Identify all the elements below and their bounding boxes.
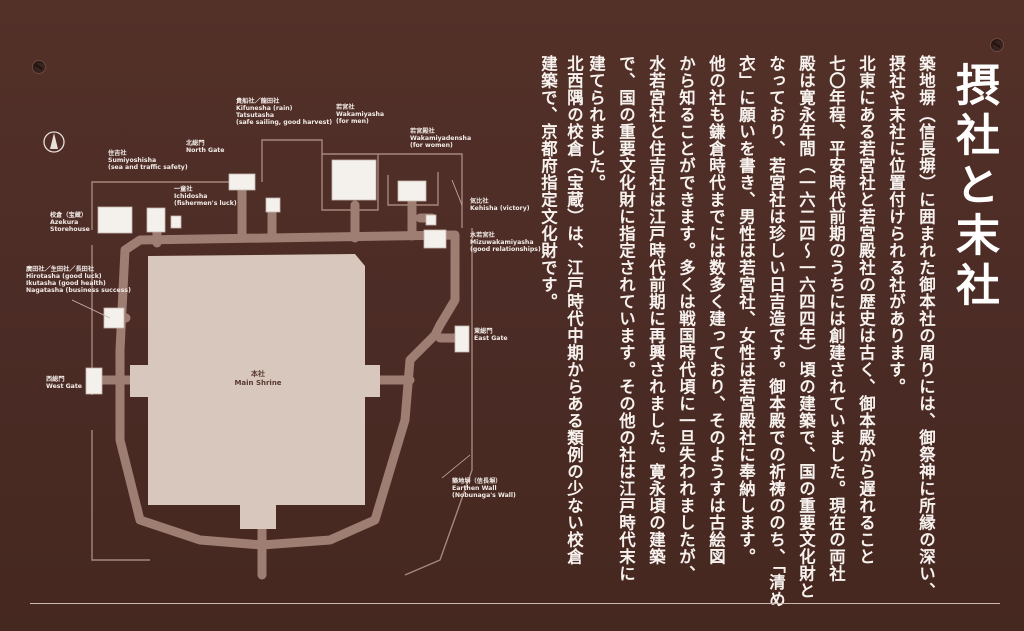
map-label-kifunesha: 貴船社／龍田社 Kifunesha (rain) Tatsutasha (saf… <box>236 98 333 126</box>
screw-top-right <box>990 38 1004 52</box>
wakamiyasha-building <box>331 159 377 201</box>
map-label-mizuwakamiyasha: 水若宮社 Mizuwakamiyasha (good relationships… <box>470 232 541 253</box>
hirotasha-building <box>103 307 125 329</box>
west-gate-building <box>85 367 103 395</box>
screw-top-left <box>32 60 46 74</box>
map-label-main-shrine: 本社 Main Shrine <box>234 370 282 387</box>
ichidosha-building <box>170 215 182 229</box>
map-label-east-gate: 東総門 East Gate <box>474 328 508 342</box>
bottom-divider <box>30 603 1000 604</box>
text-column: 七〇年程、平安時代前期のうちには創建されていました。現在の両社 <box>826 55 846 582</box>
text-column: 建てられました。 <box>586 55 606 191</box>
body-text: 築地塀（信長塀）に囲まれた御本社の周りには、御祭神に所縁の深い、 摂社や末社に位… <box>535 55 1005 608</box>
map-label-wakamiyasha: 若宮社 Wakamiyasha (for men) <box>336 104 385 125</box>
map-label-ichidosha: 一童社 Ichidosha (fishermen's luck) <box>174 186 237 207</box>
text-column: 建築で、京都府指定文化財です。 <box>538 55 558 310</box>
text-column: で、国の重要文化財に指定されています。その他の社は江戸時代末に <box>616 55 636 582</box>
north-gate-building <box>228 173 256 191</box>
map-label-azekura: 校倉（宝蔵） Azekura Storehouse <box>50 212 90 233</box>
map-label-west-gate: 西総門 West Gate <box>46 376 83 390</box>
text-column: 衣」に願いを書き、男性は若宮社、女性は若宮殿社に奉納します。 <box>736 55 756 565</box>
map-label-earthen-wall: 築地塀（信長塀） Earthen Wall (Nobunaga's Wall) <box>452 478 516 499</box>
text-column: 殿は寛永年間（一六二四〜一六四四年）頃の建築で、国の重要文化財と <box>796 55 816 599</box>
map-label-kehisha: 気比社 Kehisha (victory) <box>470 198 530 212</box>
text-column: 北西隅の校倉（宝蔵）は、江戸時代中期からある類例の少ない校倉 <box>564 55 584 565</box>
text-column: 摂社や末社に位置付けられる社があります。 <box>886 55 906 395</box>
map-label-hirotasha: 廣田社／生田社／長田社 Hirotasha (good luck) Ikutas… <box>26 266 131 294</box>
wakamiyadensha-building <box>397 180 427 202</box>
east-gate-building <box>454 325 470 353</box>
text-column: なっており、若宮社は珍しい日吉造です。御本殿での祈祷ののち、「清め <box>766 55 786 608</box>
north-arrow-icon <box>43 131 65 153</box>
sumiyoshisha-building <box>146 207 166 233</box>
text-column: 北東にある若宮社と若宮殿社の歴史は古く、御本殿から遅れること <box>856 55 876 565</box>
kehisha-building <box>425 214 437 226</box>
text-column: 他の社も鎌倉時代までには数多く建っており、そのようすは古絵図 <box>706 55 726 565</box>
map-label-north-gate: 北総門 North Gate <box>186 140 225 154</box>
mizuwakamiyasha-building <box>423 229 447 249</box>
shrine-map <box>43 131 473 580</box>
map-label-sumiyoshisha: 住吉社 Sumiyoshisha (sea and traffic safety… <box>108 150 188 171</box>
text-column: 築地塀（信長塀）に囲まれた御本社の周りには、御祭神に所縁の深い、 <box>916 55 936 599</box>
board-title: 摂社と末社 <box>948 62 999 312</box>
azekura-building <box>97 206 133 234</box>
main-shrine-area <box>148 254 365 505</box>
kifunesha-building <box>265 197 281 213</box>
text-column: から知ることができます。多くは戦国時代頃に一旦失われましたが、 <box>676 55 696 582</box>
map-label-wakamiyadensha: 若宮殿社 Wakamiyadensha (for women) <box>410 128 472 149</box>
text-column: 水若宮社と住吉社は江戸時代前期に再興されました。寛永頃の建築 <box>646 55 666 565</box>
